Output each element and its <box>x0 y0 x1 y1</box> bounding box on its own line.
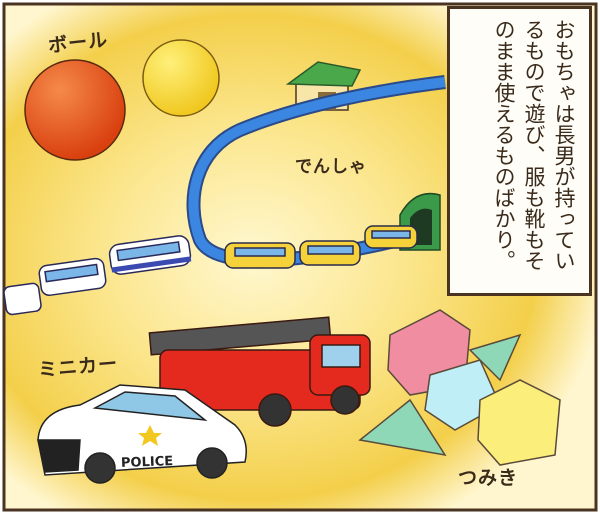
caption-box: おもちゃは長男が持っているもので遊び、服も靴もそのまま使えるものばかり。 <box>447 6 592 296</box>
yellow-ball <box>142 39 220 117</box>
red-ball <box>24 59 126 161</box>
blocks-label: つみき <box>458 467 519 489</box>
building-blocks <box>358 309 561 466</box>
white-train <box>3 235 192 316</box>
fire-truck <box>148 316 371 427</box>
train-label: でんしゃ <box>295 157 367 177</box>
police-text: POLICE <box>120 454 174 471</box>
caption-text: おもちゃは長男が持っているもので遊び、服も靴もそのまま使えるものばかり。 <box>492 19 576 271</box>
yellow-train <box>224 225 418 269</box>
police-car <box>37 384 247 484</box>
